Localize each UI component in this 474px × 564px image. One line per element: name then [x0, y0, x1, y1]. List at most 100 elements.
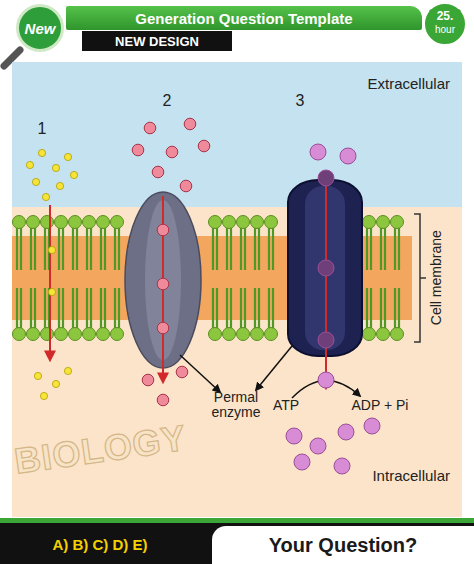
- pumped-solute: [318, 260, 334, 276]
- lipid-head: [13, 216, 26, 229]
- membrane-bracket: [414, 214, 426, 342]
- lipid-head: [69, 216, 82, 229]
- small-solute: [40, 392, 47, 399]
- small-solute: [38, 149, 45, 156]
- channel-solute: [180, 180, 192, 192]
- channel-solute: [157, 322, 169, 334]
- leader-arrow: [256, 346, 292, 390]
- lipid-tail: [73, 228, 77, 270]
- channel-solute: [142, 374, 154, 386]
- lipid-tail: [241, 228, 245, 270]
- intracellular-space: [12, 207, 462, 517]
- node-text: Your Question?: [269, 534, 418, 557]
- footer-background: [0, 518, 474, 564]
- lipid-head: [251, 216, 264, 229]
- lipid-head: [69, 328, 82, 341]
- lipid-head: [83, 216, 96, 229]
- lipid-head: [55, 328, 68, 341]
- lipid-tail: [17, 228, 21, 270]
- small-solute: [42, 193, 49, 200]
- pumped-solute: [318, 372, 334, 388]
- channel-solute: [132, 144, 144, 156]
- lipid-head: [391, 328, 404, 341]
- lipid-head: [377, 328, 390, 341]
- node-text: NEW DESIGN: [115, 34, 199, 49]
- lipid-tail: [115, 228, 119, 270]
- lipid-tail: [367, 228, 371, 270]
- node-text: Generation Question Template: [135, 10, 352, 27]
- header-tab: NEW DESIGN: [82, 31, 232, 51]
- lipid-head: [55, 216, 68, 229]
- adp-label: ADP + Pi: [340, 398, 420, 413]
- lipid-head: [265, 216, 278, 229]
- lipid-tail: [241, 288, 245, 328]
- header-bar: Generation Question Template: [66, 6, 422, 30]
- clock-icon: [424, 3, 466, 45]
- pumped-solute: [318, 332, 334, 348]
- small-solute: [48, 246, 55, 253]
- lipid-head: [41, 216, 54, 229]
- small-solute: [52, 164, 59, 171]
- pumped-solute: [334, 458, 350, 474]
- channel-solute: [166, 146, 178, 158]
- pumped-solute: [364, 418, 380, 434]
- lipid-tail: [87, 228, 91, 270]
- lipid-tail: [101, 288, 105, 328]
- lipid-head: [377, 216, 390, 229]
- small-solute: [64, 153, 71, 160]
- lipid-head: [223, 216, 236, 229]
- lipid-head: [97, 328, 110, 341]
- channel-solute: [157, 224, 169, 236]
- node-text: New: [25, 20, 56, 37]
- header-background: [0, 0, 474, 60]
- lipid-head: [209, 216, 222, 229]
- lipid-head: [223, 328, 236, 341]
- channel-solute: [152, 166, 164, 178]
- pumped-solute: [294, 454, 310, 470]
- clock-unit: hour: [425, 24, 465, 35]
- lipid-tail: [269, 228, 273, 270]
- lipid-head: [27, 328, 40, 341]
- pumped-solute: [310, 438, 326, 454]
- lipid-head: [97, 216, 110, 229]
- lipid-head: [251, 328, 264, 341]
- small-solute: [64, 367, 71, 374]
- lipid-tail: [87, 288, 91, 328]
- active-transport-arrow: [325, 176, 327, 388]
- lipid-head: [265, 328, 278, 341]
- lipid-head: [111, 216, 124, 229]
- lipid-tail: [45, 288, 49, 328]
- lipid-tail: [31, 228, 35, 270]
- small-solute: [52, 380, 59, 387]
- lipid-head: [27, 216, 40, 229]
- lipid-tail: [381, 228, 385, 270]
- clock-number: 25.: [425, 10, 465, 23]
- region-label: Extracellular: [300, 76, 450, 93]
- lipid-tail: [255, 228, 259, 270]
- small-solute: [48, 288, 55, 295]
- lipid-head: [111, 328, 124, 341]
- enzyme-label: Permal enzyme: [196, 390, 276, 421]
- channel-solute: [157, 278, 169, 290]
- lipid-head: [13, 328, 26, 341]
- pumped-solute: [340, 148, 356, 164]
- channel-solute: [176, 366, 188, 378]
- new-badge: New: [16, 4, 64, 52]
- lipid-tail: [213, 228, 217, 270]
- pumped-solute: [338, 424, 354, 440]
- callout-number: 2: [157, 92, 177, 110]
- lipid-tail: [59, 288, 63, 328]
- pumped-solute: [310, 144, 326, 160]
- channel-solute: [144, 122, 156, 134]
- lipid-tail: [227, 288, 231, 328]
- small-solute: [34, 372, 41, 379]
- small-solute: [32, 178, 39, 185]
- solute-particles: [26, 118, 380, 474]
- lipid-head: [363, 216, 376, 229]
- lipid-tail: [367, 288, 371, 328]
- node-text: A) B) C) D) E): [53, 536, 148, 553]
- lipid-tail: [395, 228, 399, 270]
- small-solute: [56, 182, 63, 189]
- channel-solute: [184, 118, 196, 130]
